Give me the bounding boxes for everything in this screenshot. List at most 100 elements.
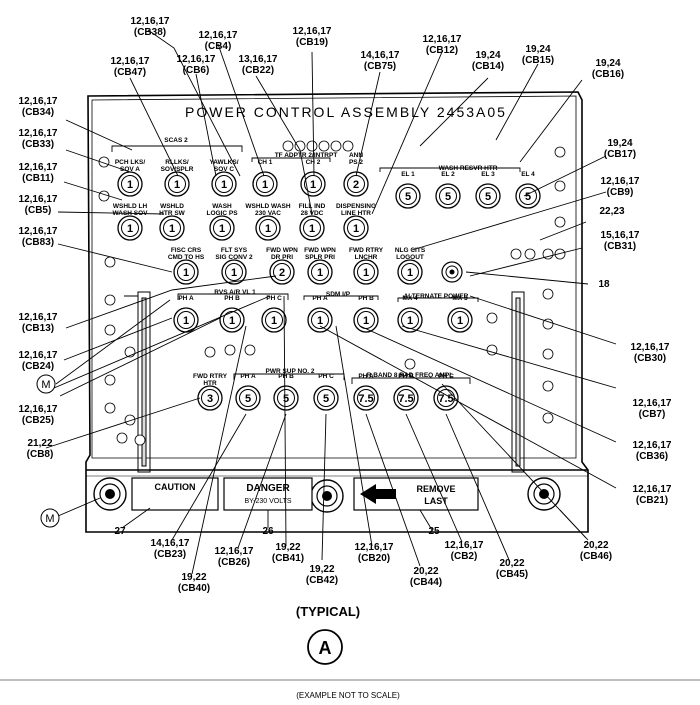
breaker-cb36[interactable]: 1MX 5 (447, 295, 473, 333)
breaker-cb24[interactable]: 1PH A (173, 295, 199, 333)
label-ann: ANN (349, 152, 363, 159)
callout-cb: (CB40) (178, 583, 210, 594)
label-wash-resvr: WASH RESVR HTR (439, 165, 498, 172)
breaker-rating: 1 (363, 315, 369, 327)
breaker-button (479, 187, 497, 205)
breaker-rating: 1 (310, 179, 316, 191)
callout-cb: (CB41) (272, 553, 304, 564)
breaker-button (357, 389, 375, 407)
breaker-button (273, 263, 291, 281)
marker-m-lower: M (40, 508, 60, 528)
last-text: LAST (424, 496, 448, 506)
screw-holes (98, 140, 566, 446)
breaker-button (177, 311, 195, 329)
breaker-cb26[interactable]: 1PH A (307, 295, 333, 333)
breaker-button (265, 311, 283, 329)
callout-labels: 12,16,17(CB38)12,16,17(CB4)12,16,17(CB19… (19, 16, 672, 594)
callout-cb23: 14,16,17(CB23) (151, 538, 190, 560)
breaker-cb42[interactable]: 5PH C (313, 373, 339, 411)
breaker-label: EL 2 (441, 171, 455, 178)
callout-cb: (CB44) (410, 577, 442, 588)
breaker-rating: 5 (283, 393, 289, 405)
breaker-rating: 1 (457, 315, 463, 327)
breaker-button (397, 389, 415, 407)
indicator-knob (441, 261, 463, 283)
breaker-rating: 1 (183, 267, 189, 279)
marker-m-upper: M (36, 374, 56, 394)
breaker-cb40[interactable]: 5PH A (235, 373, 261, 411)
callout-refs: 12,16,17 (177, 54, 216, 65)
panel-title: POWER CONTROL ASSEMBLY 2453A05 (185, 104, 507, 120)
breaker-cb14[interactable]: 5EL 1 (395, 171, 421, 209)
callout-cb: (CB13) (22, 323, 54, 334)
callout-refs: 15,16,17 (601, 230, 640, 241)
breaker-cb15[interactable]: 5EL 2 (435, 171, 461, 209)
breaker-cb19[interactable]: 1CH 2 (300, 159, 326, 197)
breaker-rating: 1 (127, 223, 133, 235)
callout-refs: 12,16,17 (215, 546, 254, 557)
breaker-rating: 1 (271, 315, 277, 327)
callout-cb: (CB4) (205, 41, 232, 52)
breaker-cb4[interactable]: 1CH 1 (252, 159, 278, 197)
callout-cb17: 19,24(CB17) (604, 138, 636, 160)
marker-m-lower-text: M (45, 513, 54, 525)
remove-text: REMOVE (416, 484, 455, 494)
breaker-label: FWD RTRY (193, 373, 228, 380)
callout-cb42: 19,22(CB42) (306, 564, 338, 586)
breaker-cb7[interactable]: 1MX 4 (397, 295, 423, 333)
breaker-cb23[interactable]: 1 PH C (261, 295, 287, 333)
breaker-button (201, 389, 219, 407)
breaker-button (347, 219, 365, 237)
callout-cb: (CB20) (358, 553, 390, 564)
callout-cb21: 12,16,17(CB21) (633, 484, 672, 506)
breaker-label: PH C (266, 295, 282, 302)
callout-cb40: 19,22(CB40) (178, 572, 210, 594)
view-label: (TYPICAL) (296, 604, 360, 619)
label-pwr-sup: PWR SUP NO. 2 (265, 368, 314, 375)
callout-cb20: 12,16,17(CB20) (355, 542, 394, 564)
breaker-cb17[interactable]: 5EL 4 (515, 171, 541, 209)
callout-refs: 12,16,17 (199, 30, 238, 41)
callout-cb: (CB12) (426, 45, 458, 56)
breaker-cb75[interactable]: 2PS 2 (343, 159, 369, 197)
callout-refs: 22,23 (599, 206, 624, 217)
callout-cb: (CB6) (183, 65, 210, 76)
breaker-cb2[interactable]: 7.5PH A (353, 373, 379, 411)
callout-cb: (CB33) (22, 139, 54, 150)
breaker-button (277, 389, 295, 407)
breaker-cb25[interactable]: 1PH B (219, 295, 245, 333)
callout-cb41: 19,22(CB41) (272, 542, 304, 564)
callout-cb7: 12,16,17(CB7) (633, 398, 672, 420)
breaker-cb41[interactable]: 5PH B (273, 373, 299, 411)
breaker-cb44[interactable]: 7.5PH B (393, 373, 419, 411)
callout-refs: 19,22 (309, 564, 334, 575)
callout-cb: (CB23) (154, 549, 186, 560)
callout-refs: 14,16,17 (361, 50, 400, 61)
breaker-button (451, 311, 469, 329)
callout-cb33: 12,16,17(CB33) (19, 128, 58, 150)
callout-refs: 12,16,17 (19, 162, 58, 173)
callout-refs: 12,16,17 (631, 342, 670, 353)
breaker-button (399, 187, 417, 205)
breaker-button (121, 219, 139, 237)
breaker-cb16[interactable]: 5EL 3 (475, 171, 501, 209)
breaker-button (213, 219, 231, 237)
label-alt-power: ALTERNATE POWER (404, 293, 469, 300)
callout-refs: 20,22 (499, 558, 524, 569)
